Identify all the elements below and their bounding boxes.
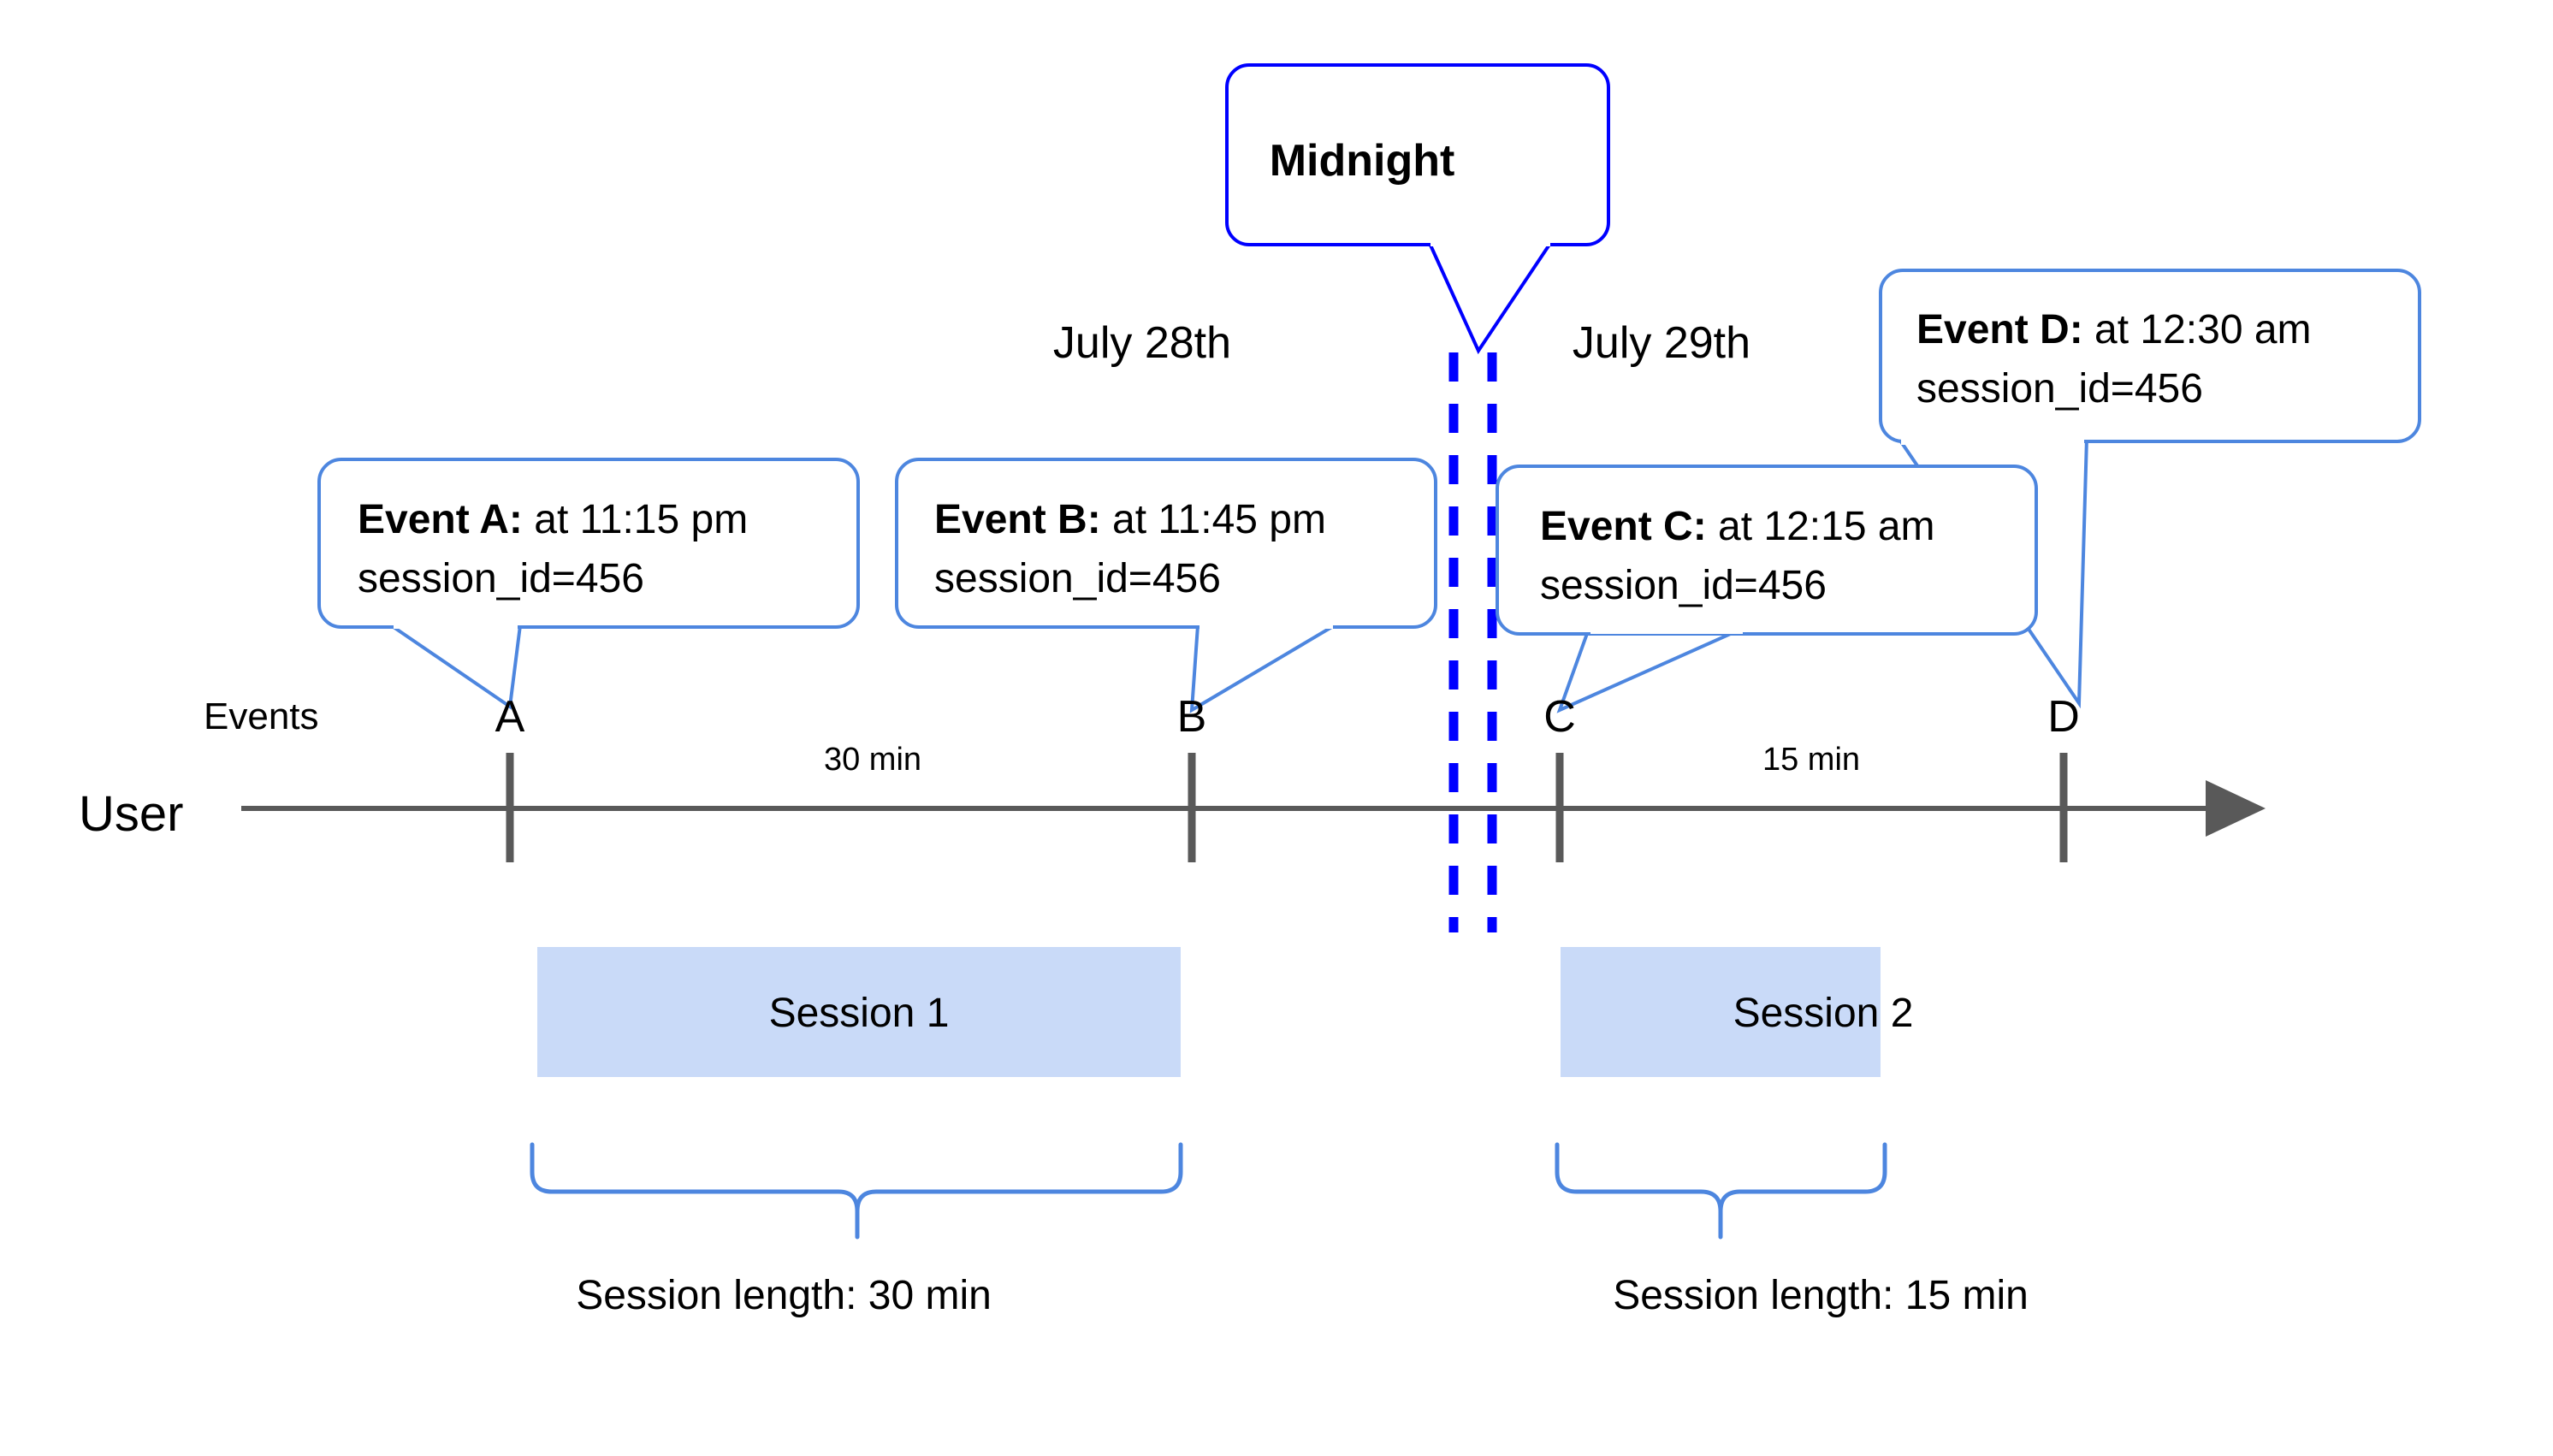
event-callout-a-box <box>317 458 860 629</box>
event-callout-b-line2: session_id=456 <box>934 556 1221 601</box>
session-brace-2 <box>1555 1142 1887 1240</box>
date-label-july-28: July 28th <box>1053 318 1231 368</box>
event-callout-c-bold: Event C: <box>1540 504 1707 549</box>
timeline-axis-arrowhead <box>2206 780 2266 837</box>
event-callout-b-tail <box>1189 624 1342 713</box>
event-callout-b-tail-mask <box>1199 620 1333 629</box>
gap-label-30-min: 30 min <box>824 742 921 778</box>
event-callout-b-bold: Event B: <box>934 497 1101 542</box>
event-callout-d-line1: Event D: at 12:30 am <box>1916 307 2312 352</box>
event-callout-d-box <box>1879 269 2421 443</box>
event-callout-c: Event C: at 12:15 am session_id=456 <box>1496 465 2038 713</box>
event-callout-b-line1: Event B: at 11:45 pm <box>934 497 1326 542</box>
session-bar-1 <box>537 947 1181 1077</box>
midnight-callout-tail <box>1425 238 1556 355</box>
event-callout-d-bold: Event D: <box>1916 307 2083 352</box>
event-callout-a: Event A: at 11:15 pm session_id=456 <box>317 458 860 710</box>
event-callout-a-line1: Event A: at 11:15 pm <box>358 497 748 542</box>
session-brace-1 <box>530 1142 1183 1240</box>
midnight-tail-mask <box>1431 238 1550 246</box>
event-marker-label-a: A <box>495 692 525 742</box>
event-callout-d-tail-mask <box>1901 436 2084 445</box>
event-callout-c-tail <box>1556 627 1743 713</box>
session-bar-2-label: Session 2 <box>1733 991 1914 1036</box>
event-callout-c-box <box>1496 465 2038 636</box>
event-callout-a-bold: Event A: <box>358 497 523 542</box>
date-label-july-29: July 29th <box>1573 318 1750 368</box>
session-length-label-2: Session length: 15 min <box>1613 1273 2029 1318</box>
lane-label-events: Events <box>204 695 319 737</box>
event-marker-label-c: C <box>1543 692 1576 742</box>
event-callout-b: Event B: at 11:45 pm session_id=456 <box>895 458 1437 713</box>
event-callout-c-line2: session_id=456 <box>1540 563 1827 608</box>
event-callout-a-time: at 11:15 pm <box>523 497 748 542</box>
event-callout-d-line2: session_id=456 <box>1916 366 2203 411</box>
midnight-callout-label: Midnight <box>1270 136 1455 186</box>
session-bar-2 <box>1561 947 1881 1077</box>
gap-label-15-min: 15 min <box>1762 742 1860 778</box>
session-bar-2-group: Session 2 <box>1561 947 1913 1077</box>
session-length-label-1: Session length: 30 min <box>576 1273 992 1318</box>
event-callout-a-line2: session_id=456 <box>358 556 644 601</box>
lane-label-user: User <box>79 786 183 842</box>
event-marker-label-d: D <box>2047 692 2080 742</box>
timeline-axis <box>241 753 2266 862</box>
event-callout-d-time: at 12:30 am <box>2083 307 2312 352</box>
session-bar-1-label: Session 1 <box>769 991 950 1036</box>
midnight-callout: Midnight <box>1225 63 1610 355</box>
event-callout-c-tail-mask <box>1590 625 1743 634</box>
session-bar-1-group: Session 1 <box>537 947 1181 1077</box>
event-callout-a-tail-mask <box>394 620 518 629</box>
midnight-callout-box <box>1225 63 1610 246</box>
event-marker-label-b: B <box>1177 692 1207 742</box>
event-callout-b-box <box>895 458 1437 629</box>
event-callout-b-time: at 11:45 pm <box>1101 497 1326 542</box>
midnight-divider-lines <box>1448 352 1497 932</box>
event-callout-c-time: at 12:15 am <box>1707 504 1935 549</box>
event-callout-c-line1: Event C: at 12:15 am <box>1540 504 1935 549</box>
